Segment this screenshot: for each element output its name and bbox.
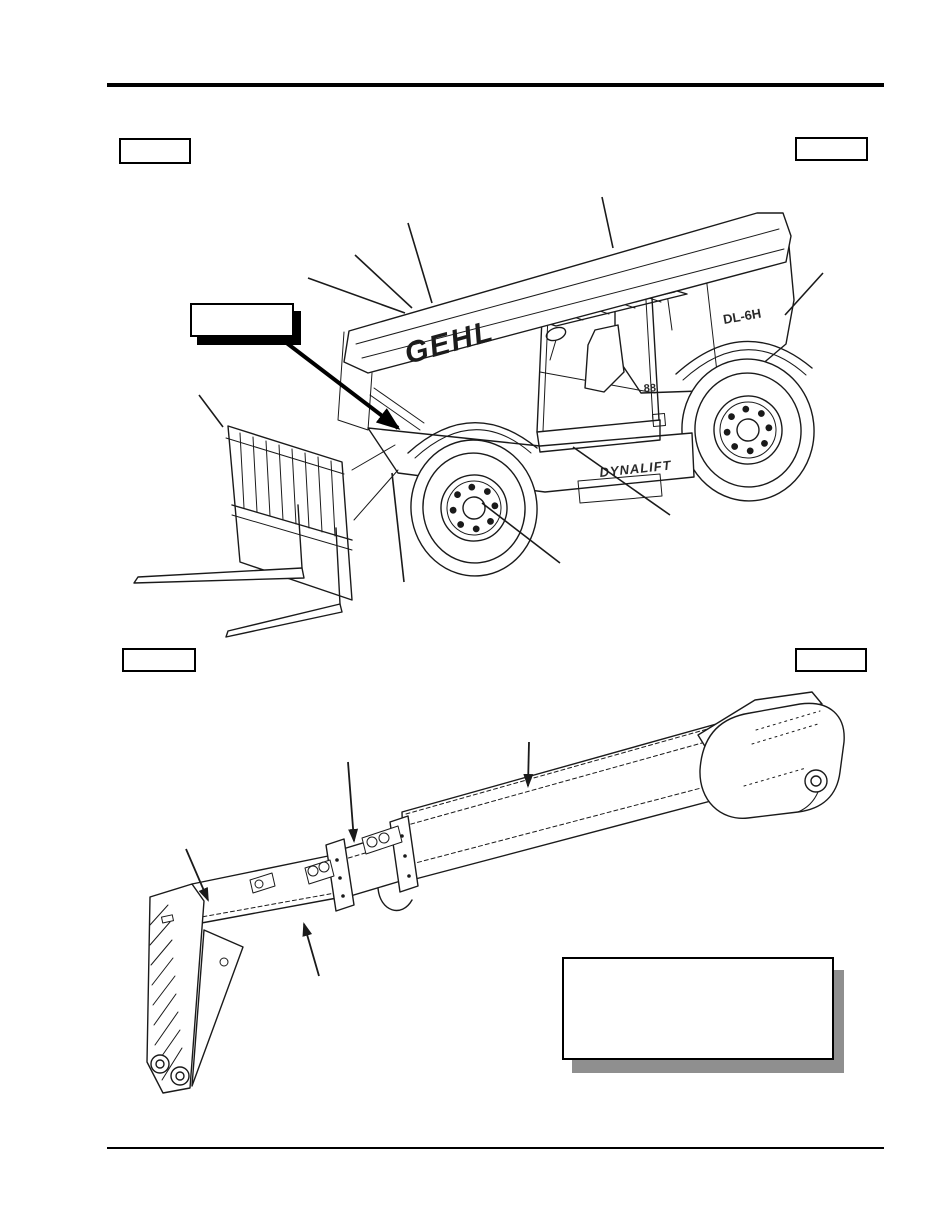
machine-figure: GEHL DYNALIFT DL-6H 88 [133, 212, 815, 638]
machine-pointer-label-box [190, 303, 294, 337]
carriage-slats [239, 432, 336, 537]
machine-leader-lines [198, 196, 824, 583]
boom-outer-section [401, 715, 746, 883]
leader-line [354, 254, 413, 309]
boom-nose-plate [191, 929, 244, 1087]
fork-shank-upper [297, 504, 303, 569]
arrow-icon [523, 741, 534, 788]
boom-collar-2 [361, 815, 419, 912]
boom-pointer-arrows [185, 741, 534, 977]
arrow-icon [302, 922, 320, 977]
front-fender [407, 422, 538, 454]
note-box [562, 957, 834, 1060]
bracket-accent-lines [743, 710, 821, 787]
cab-badge-decal: 88 [643, 382, 656, 395]
boom-nose [146, 883, 244, 1094]
rear-fender-inner [682, 349, 807, 381]
machine-boom [337, 212, 792, 431]
leader-line [572, 446, 671, 516]
fork-carriage [133, 425, 399, 638]
bottom-rule [107, 1147, 884, 1149]
leader-line [407, 222, 433, 304]
leader-line [391, 472, 405, 583]
machine-rear-wheel [681, 358, 815, 502]
front-fender-inner [414, 429, 532, 459]
model-decal: DL-6H [722, 306, 762, 327]
rear-fender [675, 340, 813, 375]
leader-line [198, 394, 224, 428]
boom-collar-1 [304, 838, 355, 912]
machine-front-wheel [410, 439, 538, 577]
callout-box-mid-left [122, 648, 196, 672]
fork-blade-lower [225, 603, 343, 638]
leader-line [307, 277, 406, 314]
boom-figure [146, 691, 845, 1094]
fork-blade-upper [133, 567, 305, 584]
top-rule [107, 83, 884, 87]
arrow-icon [185, 848, 209, 902]
boom-pivot-bracket [697, 691, 845, 819]
callout-box-top-right [795, 137, 868, 161]
arrow-icon [347, 761, 359, 843]
leader-line [601, 196, 614, 249]
fork-shank-lower [335, 527, 341, 605]
rear-wheel-lug-nuts [723, 405, 773, 455]
steering-wheel [545, 326, 567, 342]
callout-box-top-left [119, 138, 191, 164]
pointer-arrow-icon [282, 339, 401, 430]
boom-nose-hatching [149, 904, 183, 1081]
callout-box-mid-right [795, 648, 867, 672]
leader-line [481, 502, 561, 564]
cab-seat [584, 324, 625, 393]
front-wheel-lug-nuts [449, 483, 499, 533]
leader-line [784, 272, 824, 316]
